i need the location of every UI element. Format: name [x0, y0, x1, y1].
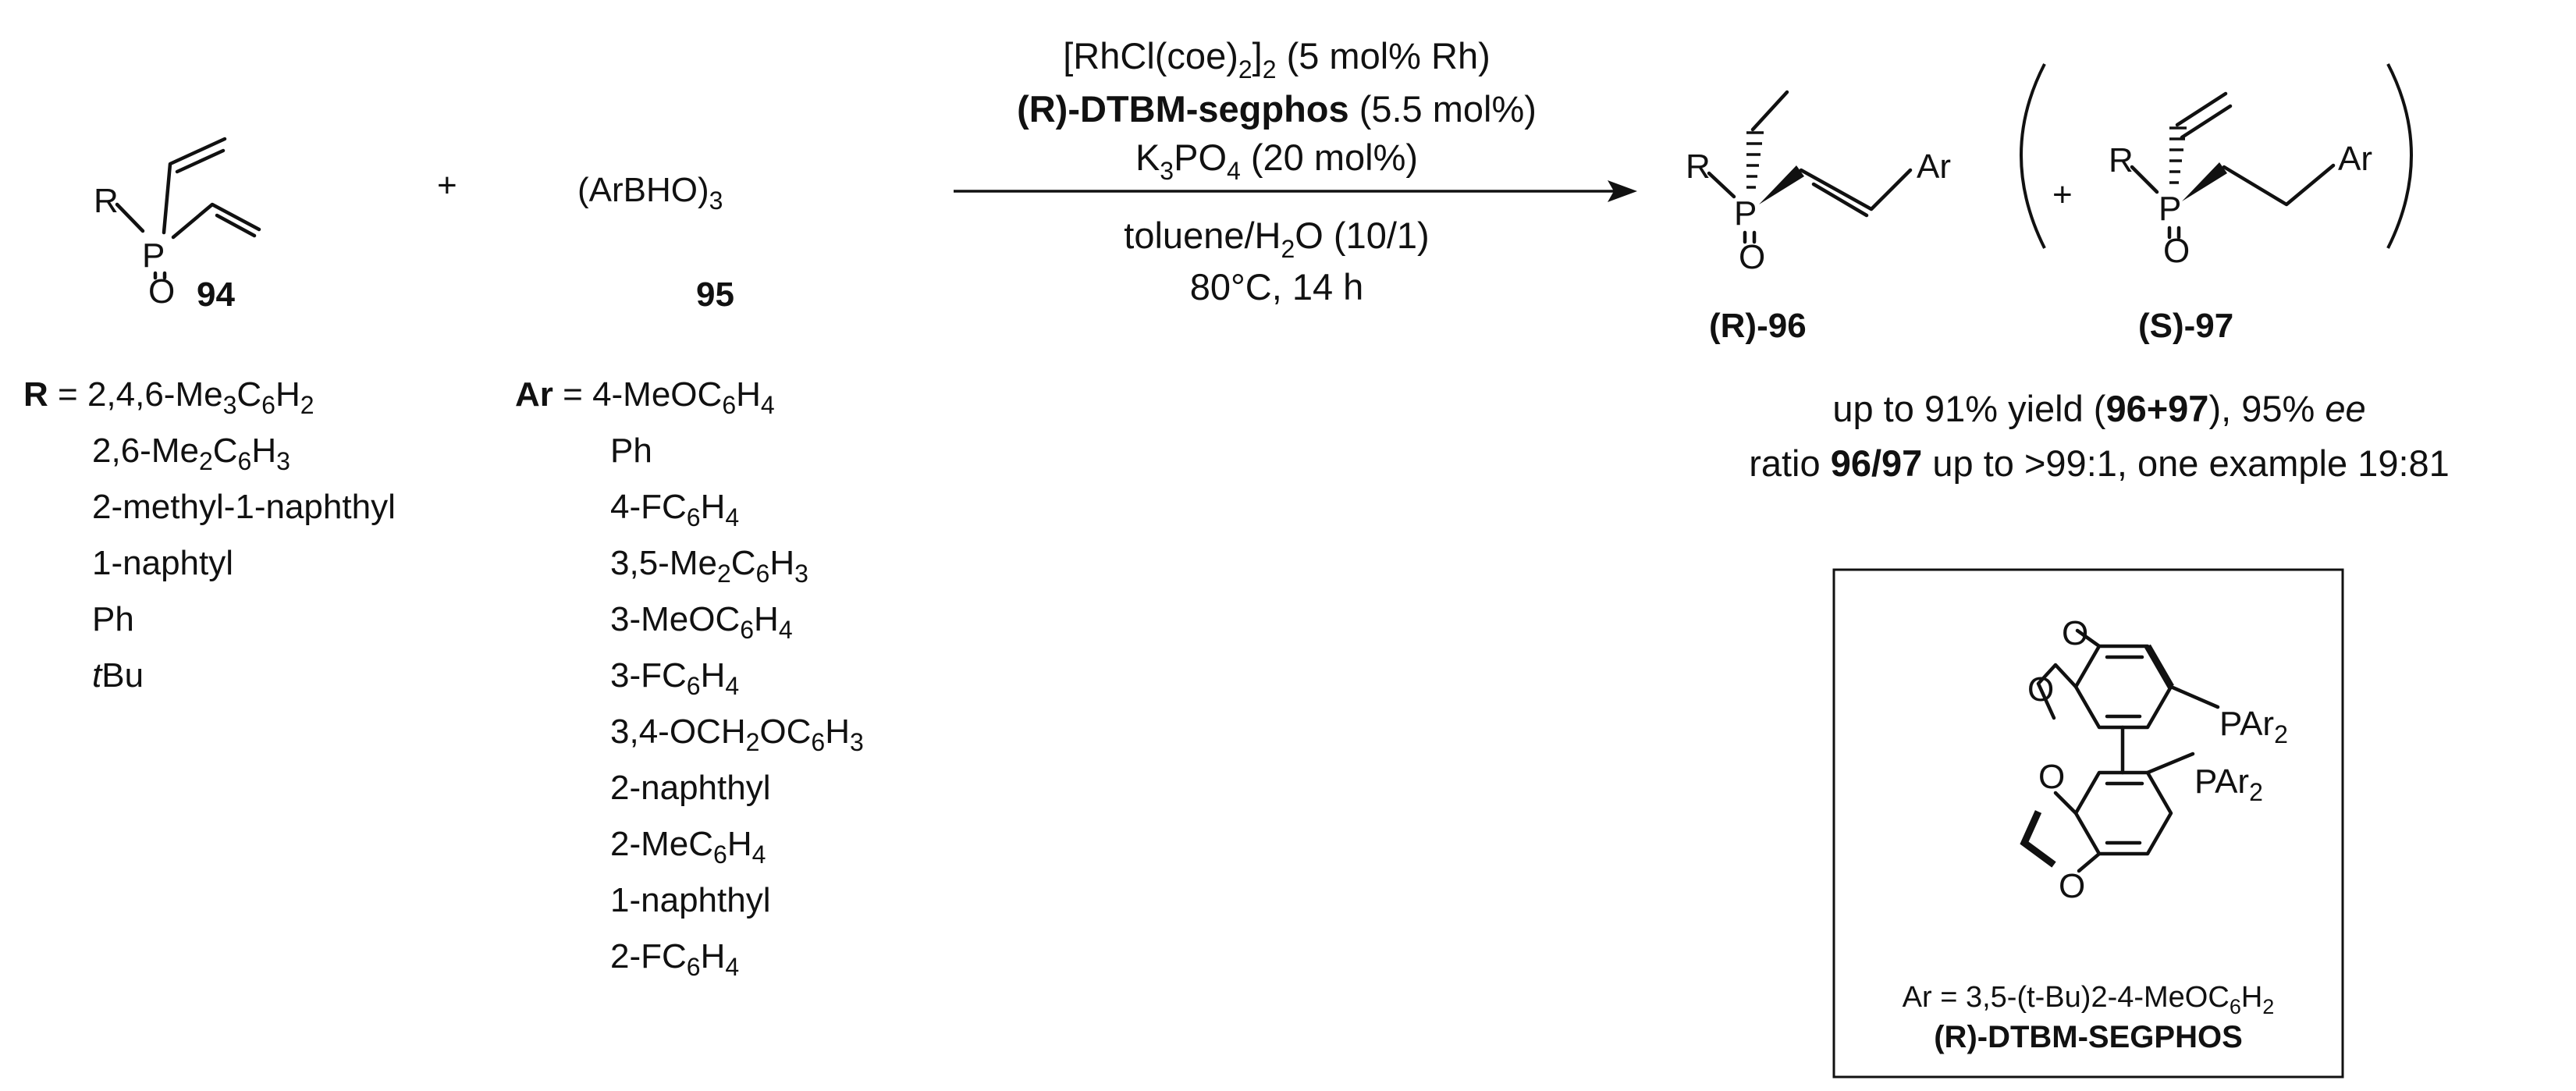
c96-r-p: [1707, 171, 1736, 199]
ligand-upper-to-p: [2169, 684, 2220, 709]
ar-list-item: 3-FC6H4: [610, 656, 739, 700]
ar-list-item: 3-MeOC6H4: [610, 600, 793, 644]
ar-list-item: Ar = 4-MeOC6H4: [515, 375, 775, 419]
condition-base: K3PO4 (20 mol%): [1135, 137, 1418, 185]
c97-vinyl-dbl: [2180, 104, 2233, 140]
c97-r-p: [2130, 165, 2159, 194]
ligand-pAr2-upper: PAr2: [2219, 705, 2288, 748]
r-list-item: R = 2,4,6-Me3C6H2: [23, 375, 314, 419]
ar-list-item: 2-MeC6H4: [610, 825, 766, 869]
c95-label: 95: [696, 275, 734, 314]
compound-95: (ArBHO)3 95: [577, 171, 734, 314]
c94-p-atom: P: [142, 236, 165, 275]
ligand-box: O O PAr2 O O PAr2 Ar = 3,5-(t-Bu)2-4-MeO…: [1832, 568, 2344, 1079]
right-parenthesis: [2386, 63, 2413, 249]
ligand-upper-dioxole: [2036, 628, 2102, 720]
r-list-item: tBu: [92, 656, 144, 695]
product-97: + R P O Ar (S)-97: [2020, 63, 2413, 345]
plus-sign: +: [437, 166, 457, 204]
ligand-lower-to-p: [2145, 752, 2195, 775]
c94-p-vinyl2: [171, 202, 261, 240]
ligand-upper-ring-inner: [2105, 655, 2144, 719]
results-yield: up to 91% yield (96+97), 95% ee: [1832, 388, 2365, 429]
c94-p-o-bond: [153, 271, 167, 280]
r-list-item: 2-methyl-1-naphthyl: [92, 488, 396, 526]
ligand-upper-bold-edge: [2144, 644, 2174, 689]
ligand-pAr2-lower: PAr2: [2194, 762, 2263, 806]
c94-p-vinyl2-dbl: [215, 213, 257, 238]
c96-o-atom: O: [1739, 238, 1765, 276]
c96-alkene-dbl: [1811, 182, 1869, 218]
c97-po-bond: [2167, 226, 2181, 240]
c97-p-atom: P: [2159, 190, 2181, 228]
c94-r-atom: R: [94, 182, 119, 220]
ligand-name: (R)-DTBM-SEGPHOS: [1934, 1020, 2243, 1054]
c94-o-atom: O: [148, 272, 175, 311]
c96-r-atom: R: [1686, 147, 1711, 186]
c94-r-p-bond: [115, 202, 145, 233]
condition-temperature: 80°C, 14 h: [1190, 266, 1364, 307]
c96-wedge-bond: [1759, 165, 1804, 204]
ar-list-item: 1-naphthyl: [610, 881, 770, 919]
ar-list-item: 2-FC6H4: [610, 937, 739, 981]
r-list-item: Ph: [92, 600, 134, 638]
c97-ar-group: Ar: [2338, 140, 2372, 178]
c97-o-atom: O: [2163, 232, 2190, 270]
c97-label: (S)-97: [2138, 307, 2233, 345]
condition-catalyst: [RhCl(coe)2]2 (5 mol% Rh): [1063, 35, 1491, 84]
c97-wedge-bond: [2182, 162, 2227, 201]
c94-label: 94: [197, 275, 235, 314]
results-ratio: ratio 96/97 up to >99:1, one example 19:…: [1749, 442, 2450, 484]
ligand-lower-dioxole: [2053, 791, 2102, 873]
r-substituent-list: R = 2,4,6-Me3C6H2 2,6-Me2C6H3 2-methyl-1…: [23, 375, 396, 695]
ligand-lower-bold-ch2: [2020, 810, 2056, 868]
ligand-lower-ring-inner: [2105, 781, 2144, 845]
ar-list-item: Ph: [610, 432, 652, 470]
ar-list-item: 3,5-Me2C6H3: [610, 544, 808, 588]
c96-label: (R)-96: [1709, 307, 1807, 345]
reaction-arrowhead: [1608, 180, 1637, 202]
ligand-o-atom: O: [2027, 670, 2054, 709]
ligand-ar-definition: Ar = 3,5-(t-Bu)2-4-MeOC6H2: [1903, 981, 2275, 1018]
ar-substituent-list: Ar = 4-MeOC6H4 Ph 4-FC6H4 3,5-Me2C6H3 3-…: [515, 375, 864, 981]
c94-p-vinyl1: [162, 137, 227, 235]
c97-r-atom: R: [2109, 141, 2134, 179]
results-summary: up to 91% yield (96+97), 95% ee ratio 96…: [1749, 388, 2450, 484]
c97-vinyl: [2175, 91, 2228, 127]
r-list-item: 1-naphtyl: [92, 544, 233, 582]
condition-ligand: (R)-DTBM-segphos (5.5 mol%): [1017, 88, 1537, 130]
left-parenthesis: [2020, 63, 2046, 249]
ligand-o-atom: O: [2038, 758, 2065, 796]
c97-chain: [2222, 163, 2336, 207]
c96-ethyl: [1750, 90, 1789, 132]
c96-po-bond: [1743, 230, 1757, 244]
c96-alkene: [1799, 168, 1913, 211]
c96-ar-group: Ar: [1917, 147, 1951, 186]
r-list-item: 2,6-Me2C6H3: [92, 432, 290, 475]
compound-94: R P O 94: [94, 137, 261, 314]
product-96: R P O Ar (R)-96: [1686, 90, 1951, 345]
c96-p-atom: P: [1734, 194, 1757, 233]
ar-list-item: 4-FC6H4: [610, 488, 739, 531]
ar-list-item: 2-naphthyl: [610, 769, 770, 807]
condition-solvent: toluene/H2O (10/1): [1124, 215, 1429, 263]
c94-p-vinyl1-dbl: [175, 148, 226, 174]
ligand-o-atom: O: [2062, 614, 2088, 652]
c97-plus: +: [2052, 176, 2073, 214]
ar-list-item: 3,4-OCH2OC6H3: [610, 713, 864, 756]
c95-formula: (ArBHO)3: [577, 171, 723, 215]
ligand-o-atom: O: [2059, 867, 2085, 905]
ligand-box-border: [1832, 568, 2344, 1079]
reaction-conditions: [RhCl(coe)2]2 (5 mol% Rh) (R)-DTBM-segph…: [954, 35, 1637, 307]
c97-hashed-bond: [2169, 126, 2187, 184]
c96-hashed-bond: [1746, 131, 1764, 189]
